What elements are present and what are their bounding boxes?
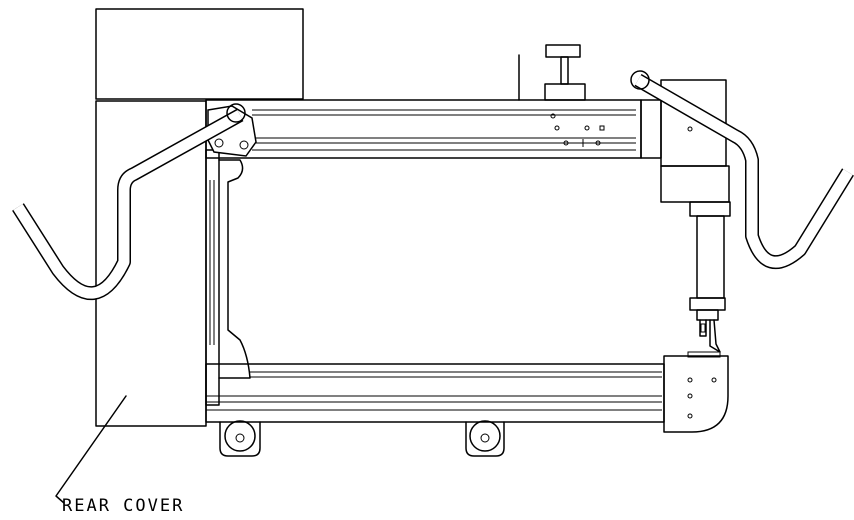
caster-wheel-left (219, 420, 261, 457)
lower-rail (205, 363, 665, 423)
adjustment-knob (544, 44, 586, 101)
end-plate-bolt (214, 138, 224, 148)
top-housing-box (95, 8, 304, 100)
end-plate-bolt (239, 140, 249, 150)
rear-cover-label: REAR COVER (62, 496, 185, 516)
rear-cover-leader-line (55, 395, 127, 504)
lower-right-housing (663, 351, 729, 433)
upper-rail (205, 99, 642, 159)
caster-wheel-right (465, 420, 505, 457)
left-handlebar (12, 103, 246, 301)
sewing-head-column (689, 215, 726, 353)
left-vertical-post (205, 149, 251, 406)
right-handlebar (630, 70, 854, 270)
